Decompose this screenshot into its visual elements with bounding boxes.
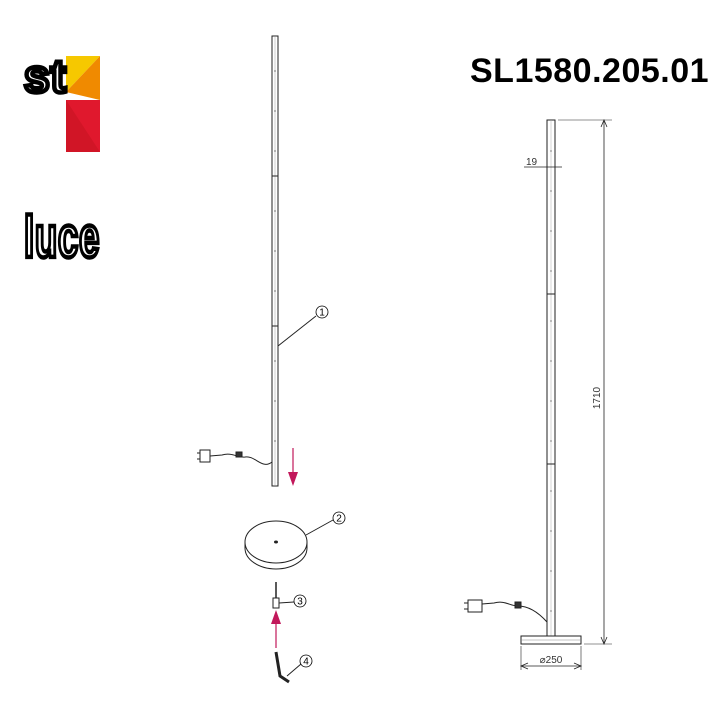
brand-logo: st luce (22, 48, 112, 273)
model-number: SL1580.205.01 (470, 52, 710, 90)
exploded-view (197, 35, 334, 684)
callout-4: 4 (299, 654, 313, 668)
assembled-adapter (467, 599, 483, 613)
power-adapter (199, 449, 211, 463)
logo-color-block (66, 56, 100, 152)
logo-text-luce: luce (24, 205, 100, 267)
assembled-view (464, 118, 612, 670)
svg-text:1: 1 (319, 308, 325, 319)
callout-2: 2 (332, 511, 346, 525)
svg-text:3: 3 (297, 597, 303, 608)
svg-text:2: 2 (336, 514, 342, 525)
callout-3: 3 (293, 594, 307, 608)
screw (272, 582, 280, 609)
svg-text:4: 4 (303, 657, 309, 668)
hex-key (274, 651, 290, 684)
base-disc (244, 520, 308, 570)
logo-text-st: st (24, 52, 67, 102)
dimension-tube-width: 19 (526, 157, 538, 168)
dimension-height: 1710 (592, 386, 603, 409)
callouts: 1 2 3 4 (293, 305, 346, 668)
callout-1: 1 (315, 305, 329, 319)
dimension-base-diameter: ⌀250 (540, 655, 563, 666)
power-cable (209, 453, 273, 465)
